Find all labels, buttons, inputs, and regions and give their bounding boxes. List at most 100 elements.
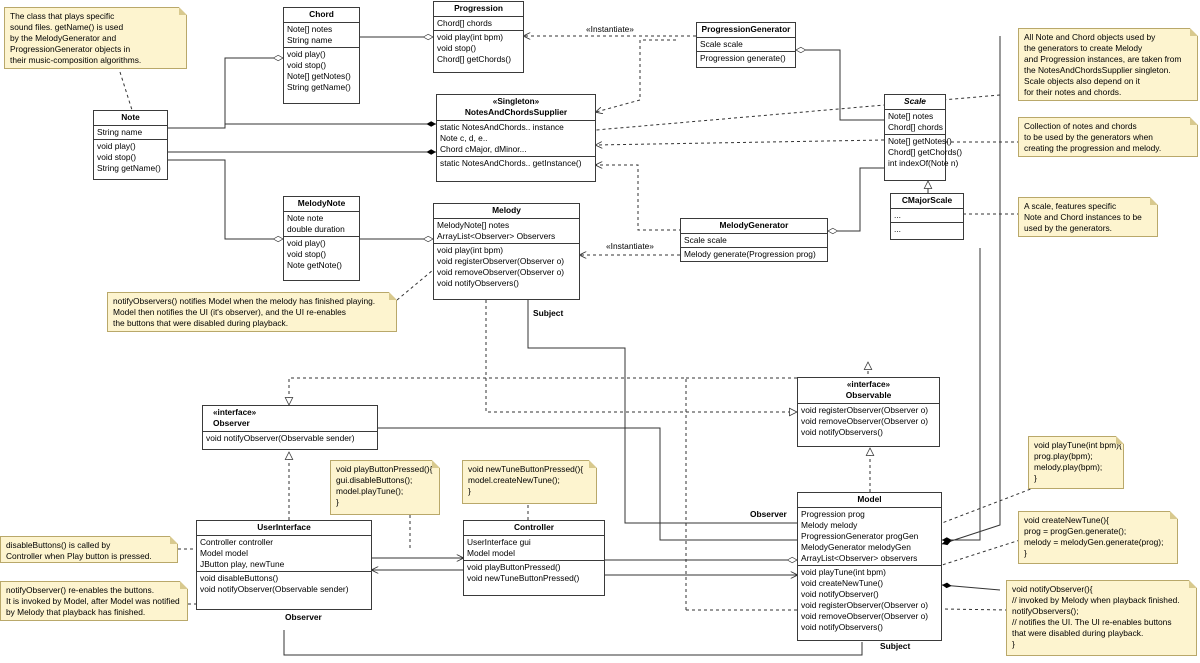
class-methods: void playButtonPressed() void newTuneBut… bbox=[464, 561, 604, 585]
note-line: void createNewTune(){ bbox=[1024, 515, 1109, 525]
note-model-notify: void notifyObserver(){ // invoked by Mel… bbox=[1006, 580, 1197, 656]
class-method: Note[] getNotes() bbox=[888, 136, 952, 146]
class-chord[interactable]: Chord Note[] notes String name void play… bbox=[283, 7, 360, 104]
class-attribute: UserInterface gui bbox=[467, 537, 531, 547]
class-progression[interactable]: Progression Chord[] chords void play(int… bbox=[433, 1, 524, 73]
observer-label: Observer bbox=[285, 612, 322, 622]
class-attribute: double duration bbox=[287, 224, 345, 234]
class-notes-and-chords-supplier[interactable]: «Singleton» NotesAndChordsSupplier stati… bbox=[436, 94, 596, 182]
note-line: } bbox=[468, 486, 471, 496]
note-line: void newTuneButtonPressed(){ bbox=[468, 464, 584, 474]
class-name: Note bbox=[121, 112, 140, 122]
class-method: void play(int bpm) bbox=[437, 245, 504, 255]
class-melody-generator[interactable]: MelodyGenerator Scale scale Melody gener… bbox=[680, 218, 828, 262]
class-user-interface[interactable]: UserInterface Controller controller Mode… bbox=[196, 520, 372, 610]
note-line: Model then notifies the UI (it's observe… bbox=[113, 307, 346, 317]
instantiate-label: «Instantiate» bbox=[606, 241, 654, 251]
class-melody[interactable]: Melody MelodyNote[] notes ArrayList<Obse… bbox=[433, 203, 580, 300]
class-methods: void registerObserver(Observer o) void r… bbox=[798, 404, 939, 439]
class-method: String getName() bbox=[287, 82, 351, 92]
class-method: void createNewTune() bbox=[801, 578, 884, 588]
note-line: notifyObservers(); bbox=[1012, 606, 1079, 616]
class-name: NotesAndChordsSupplier bbox=[464, 107, 568, 117]
note-line: } bbox=[336, 497, 339, 507]
class-attribute: ProgressionGenerator progGen bbox=[801, 531, 919, 541]
note-notify-observers: notifyObservers() notifies Model when th… bbox=[107, 292, 397, 332]
class-method: String getName() bbox=[97, 163, 161, 173]
class-header: Scale bbox=[885, 95, 945, 110]
class-method: void notifyObservers() bbox=[437, 278, 519, 288]
interface-observer[interactable]: «interface» Observer void notifyObserver… bbox=[202, 405, 378, 450]
class-melody-note[interactable]: MelodyNote Note note double duration voi… bbox=[283, 196, 360, 281]
note-line: // notifies the UI. The UI re-enables bu… bbox=[1012, 617, 1172, 627]
class-scale[interactable]: Scale Note[] notes Chord[] chords Note[]… bbox=[884, 94, 962, 181]
class-header: ProgressionGenerator bbox=[697, 23, 795, 38]
note-line: void playButtonPressed(){ bbox=[336, 464, 433, 474]
note-line: notifyObserver() re-enables the buttons. bbox=[6, 585, 155, 595]
class-header: MelodyGenerator bbox=[681, 219, 827, 234]
class-cmajor-scale[interactable]: CMajorScale ... ... bbox=[890, 193, 964, 240]
class-attributes: Scale scale bbox=[697, 38, 795, 52]
class-method: void play(int bpm) bbox=[437, 32, 504, 42]
class-note[interactable]: Note String name void play() void stop()… bbox=[93, 110, 168, 180]
class-method: Melody generate(Progression prog) bbox=[684, 249, 816, 259]
class-name: ProgressionGenerator bbox=[701, 24, 791, 34]
note-line: melody.play(bpm); bbox=[1034, 462, 1103, 472]
note-line: It is invoked by Model, after Model was … bbox=[6, 596, 180, 606]
note-line: to be used by the generators when bbox=[1024, 132, 1153, 142]
class-attribute: JButton play, newTune bbox=[200, 559, 285, 569]
class-header: «interface» Observable bbox=[798, 378, 939, 404]
subject-label: Subject bbox=[533, 308, 564, 318]
class-header: UserInterface bbox=[197, 521, 371, 536]
note-supplier: All Note and Chord objects used by the g… bbox=[1018, 28, 1198, 101]
note-line: creating the progression and melody. bbox=[1024, 143, 1162, 153]
note-notify-observer: notifyObserver() re-enables the buttons.… bbox=[0, 581, 188, 621]
class-method: Progression generate() bbox=[700, 53, 786, 63]
note-line: model.createNewTune(); bbox=[468, 475, 560, 485]
class-progression-generator[interactable]: ProgressionGenerator Scale scale Progres… bbox=[696, 22, 796, 68]
class-method: void playButtonPressed() bbox=[467, 562, 561, 572]
class-method: void registerObserver(Observer o) bbox=[801, 600, 929, 610]
note-line: The class that plays specific bbox=[10, 11, 115, 21]
class-attribute: MelodyGenerator melodyGen bbox=[801, 542, 911, 552]
class-stereotype: «interface» bbox=[846, 380, 891, 389]
class-attribute: MelodyNote[] notes bbox=[437, 220, 510, 230]
class-model[interactable]: Model Progression prog Melody melody Pro… bbox=[797, 492, 942, 641]
class-attribute: ... bbox=[894, 210, 901, 220]
class-method: void play() bbox=[97, 141, 136, 151]
class-attribute: Note[] notes bbox=[287, 24, 333, 34]
note-line: // invoked by Melody when playback finis… bbox=[1012, 595, 1180, 605]
class-attributes: static NotesAndChords.. instance Note c,… bbox=[437, 121, 595, 157]
class-method: void notifyObservers() bbox=[801, 622, 883, 632]
note-play-button: void playButtonPressed(){ gui.disableBut… bbox=[330, 460, 440, 515]
class-header: CMajorScale bbox=[891, 194, 963, 209]
class-attributes: Note note double duration bbox=[284, 212, 359, 237]
class-attributes: MelodyNote[] notes ArrayList<Observer> O… bbox=[434, 219, 579, 244]
class-attribute: Chord[] chords bbox=[437, 18, 492, 28]
class-method: void disableButtons() bbox=[200, 573, 279, 583]
class-header: Controller bbox=[464, 521, 604, 536]
class-name: Chord bbox=[309, 9, 334, 19]
class-attribute: Progression prog bbox=[801, 509, 865, 519]
note-line: } bbox=[1024, 548, 1027, 558]
note-line: model.playTune(); bbox=[336, 486, 404, 496]
class-method: void play() bbox=[287, 238, 326, 248]
class-controller[interactable]: Controller UserInterface gui Model model… bbox=[463, 520, 605, 596]
interface-observable[interactable]: «interface» Observable void registerObse… bbox=[797, 377, 940, 447]
class-method: void stop() bbox=[437, 43, 477, 53]
class-attributes: Controller controller Model model JButto… bbox=[197, 536, 371, 572]
class-method: void stop() bbox=[287, 60, 327, 70]
class-method: void removeObserver(Observer o) bbox=[437, 267, 565, 277]
note-line: } bbox=[1012, 639, 1015, 649]
subject-label: Subject bbox=[880, 641, 911, 651]
class-attribute: Scale scale bbox=[700, 39, 743, 49]
note-line: that were disabled during playback. bbox=[1012, 628, 1144, 638]
class-attribute: Note c, d, e.. bbox=[440, 133, 488, 143]
note-line: used by the generators. bbox=[1024, 223, 1112, 233]
class-attribute: static NotesAndChords.. instance bbox=[440, 122, 564, 132]
class-name: Scale bbox=[904, 96, 926, 106]
class-attribute: Chord cMajor, dMinor... bbox=[440, 144, 527, 154]
note-line: the generators to create Melody bbox=[1024, 43, 1143, 53]
class-attributes: UserInterface gui Model model bbox=[464, 536, 604, 561]
class-method: void play() bbox=[287, 49, 326, 59]
